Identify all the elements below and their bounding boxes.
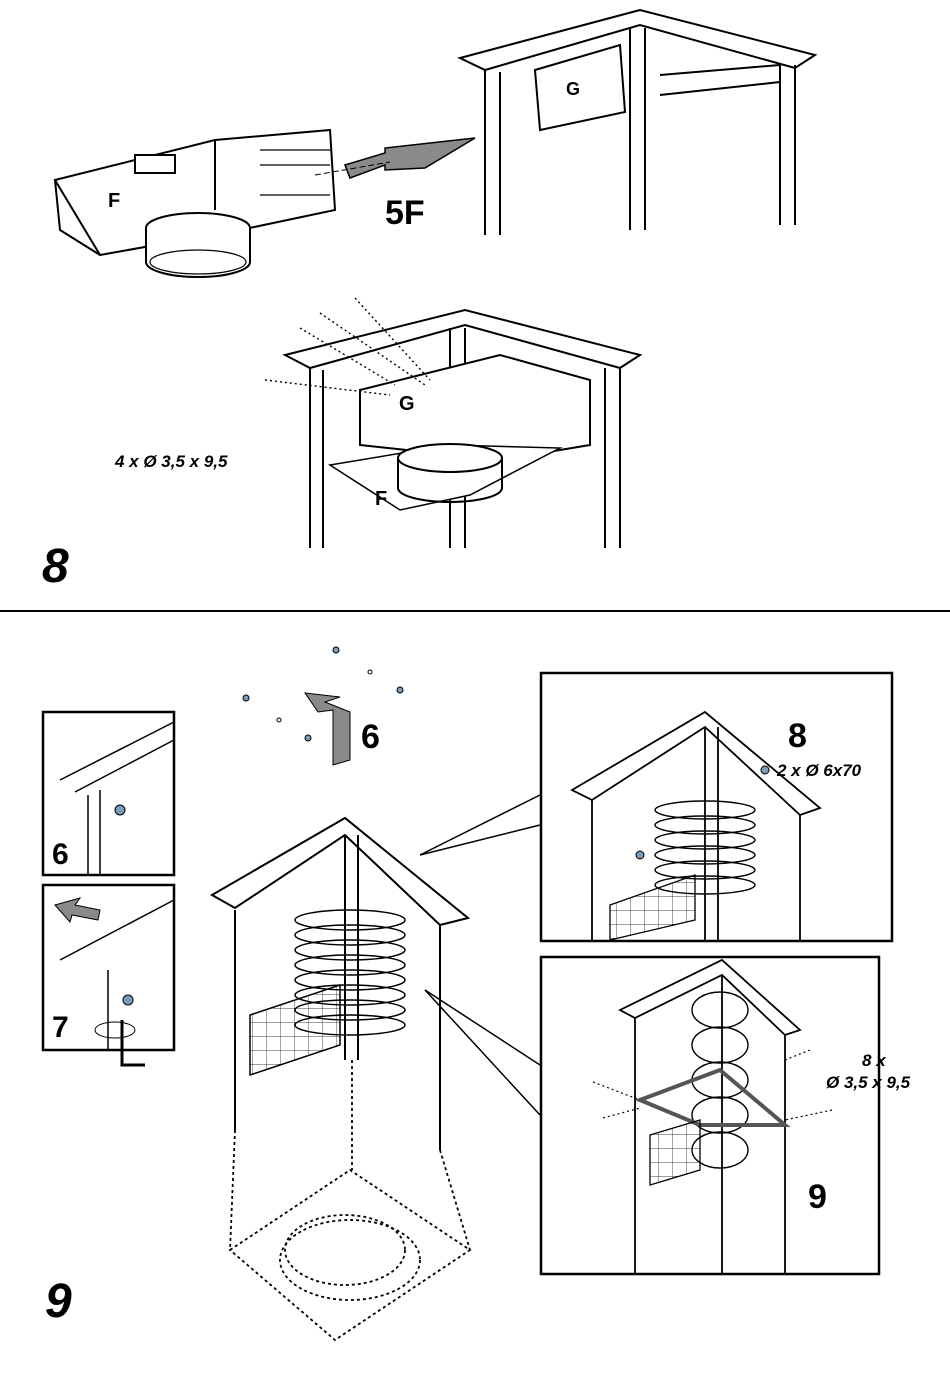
detail-spec-8: 2 x Ø 6x70 [777, 762, 861, 779]
chimney-assembly [212, 818, 470, 1340]
insertion-arrow [315, 138, 475, 178]
callout-lines [420, 795, 540, 1115]
inset-label-7: 7 [52, 1013, 69, 1043]
lift-arrow [305, 693, 350, 765]
assembled-frame [285, 310, 640, 548]
detail-box-8 [541, 673, 892, 941]
detail-spec-9-line1: 8 x [862, 1052, 886, 1069]
detail-number-9: 9 [808, 1180, 827, 1214]
assembled-label-g: G [399, 394, 415, 414]
duct-adapter-f [55, 130, 335, 277]
callout-5f: 5F [385, 196, 425, 230]
detail-spec-9-line2: Ø 3,5 x 9,5 [826, 1074, 910, 1091]
step-number-9: 9 [45, 1278, 72, 1326]
step-number-8: 8 [42, 543, 69, 591]
inset-label-6: 6 [52, 840, 69, 870]
part-label-f: F [108, 191, 120, 211]
screw-spec-8: 4 x Ø 3,5 x 9,5 [115, 453, 227, 470]
part-label-g: G [566, 80, 580, 98]
assembled-label-f: F [375, 489, 387, 509]
detail-number-8: 8 [788, 719, 807, 753]
callout-6: 6 [361, 720, 380, 754]
detail-box-9 [541, 957, 879, 1274]
support-frame-g [460, 10, 815, 235]
